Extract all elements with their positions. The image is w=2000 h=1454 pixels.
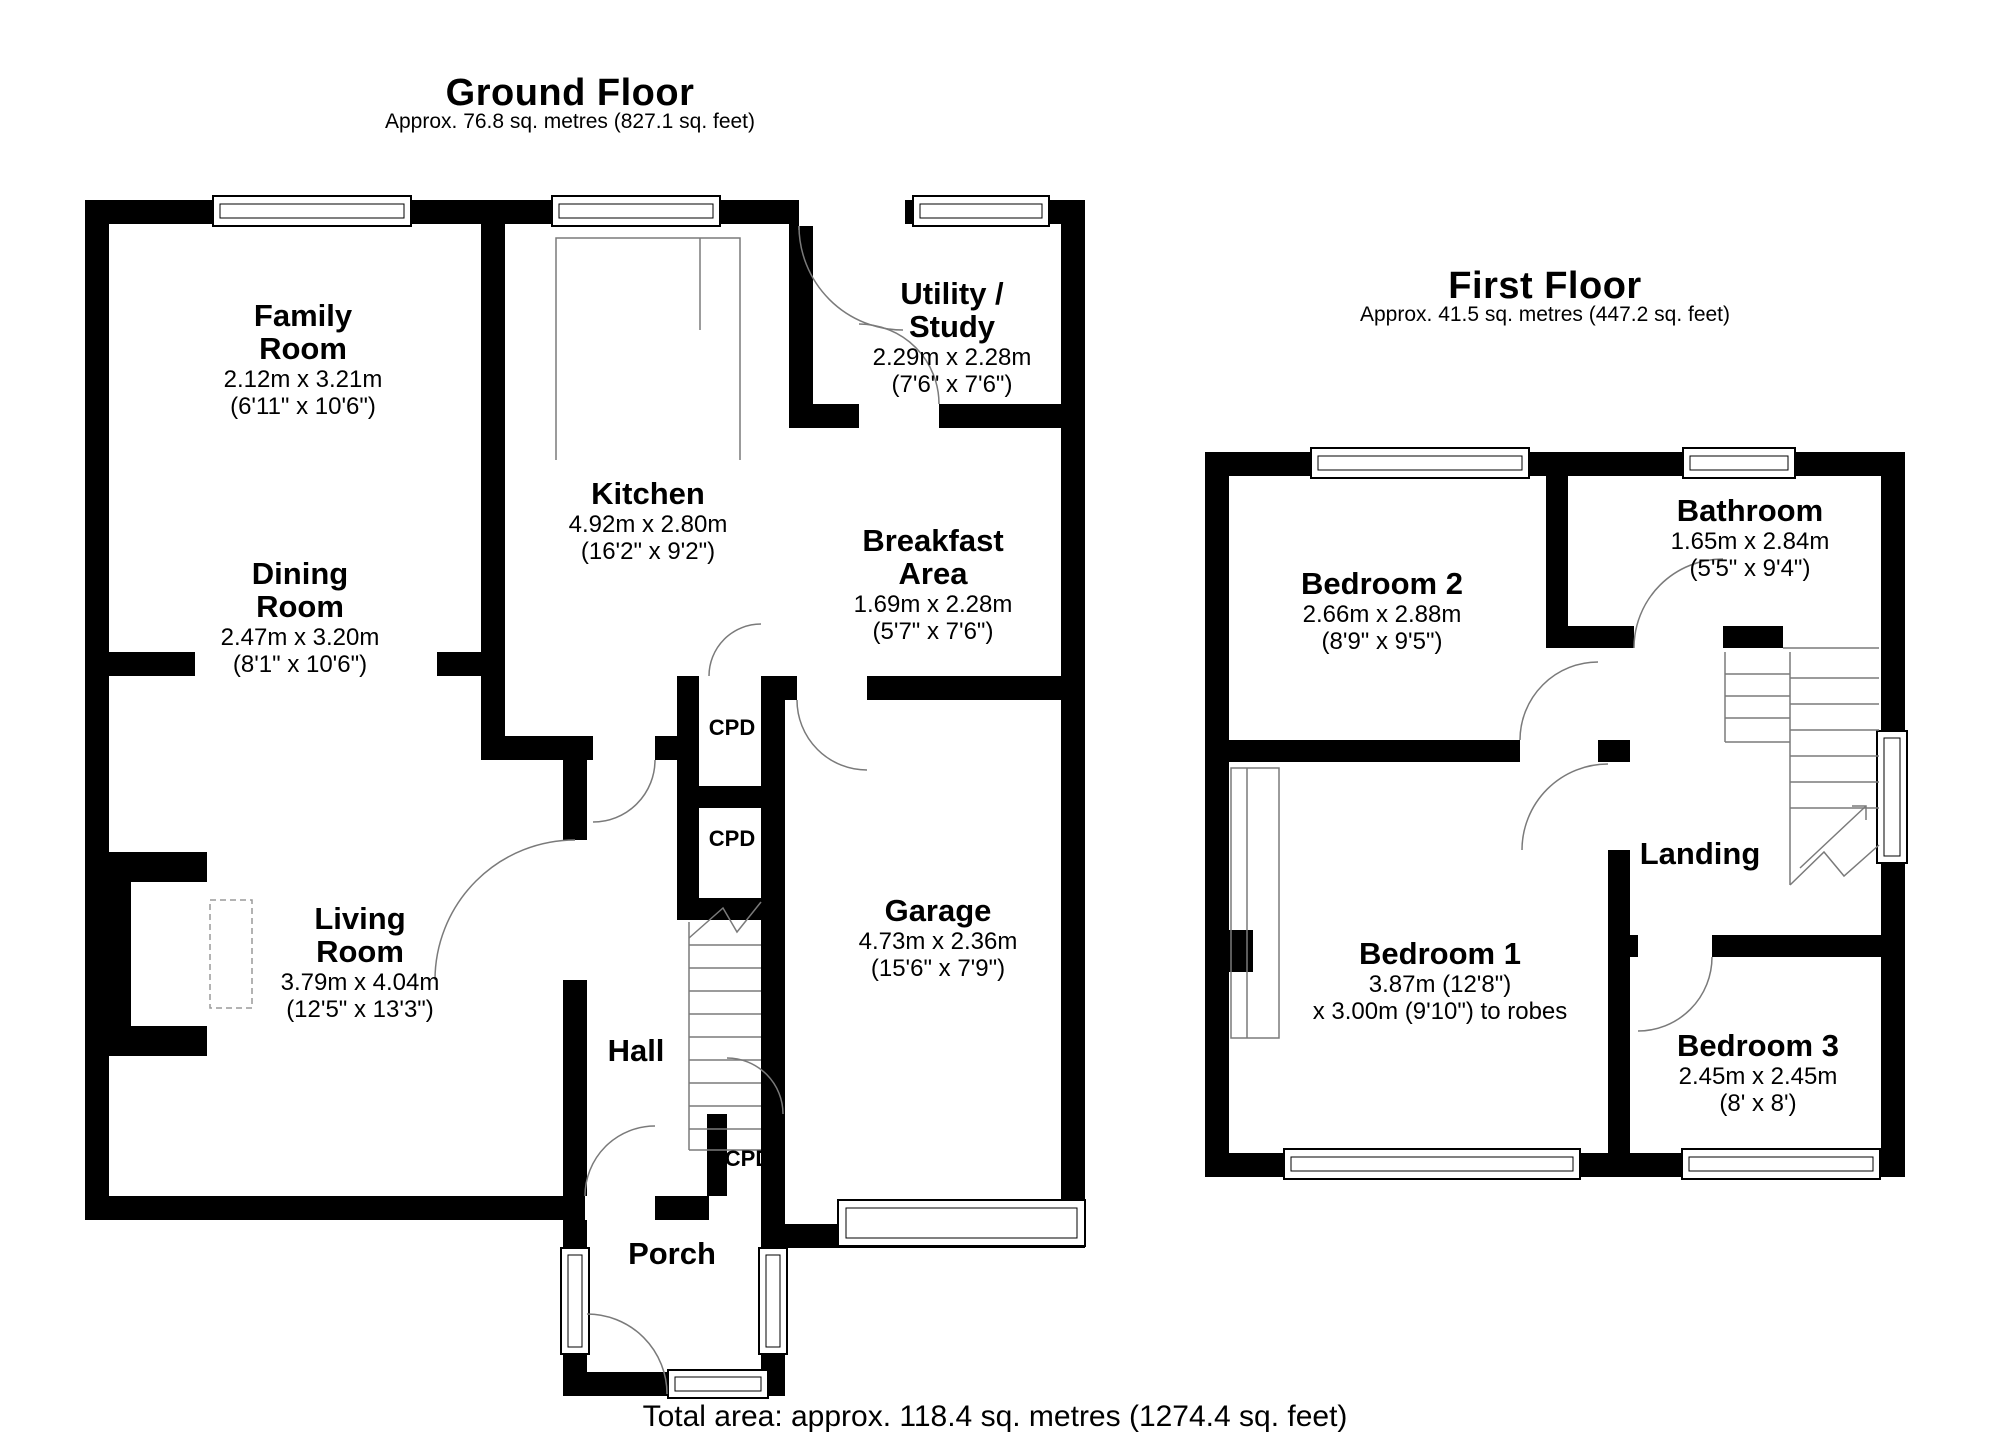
room-name: Bedroom 1 — [1359, 936, 1521, 971]
room-name: Utility / Study — [900, 276, 1004, 344]
room-dims-ft: (8' x 8') — [1719, 1090, 1797, 1118]
room-name: Bedroom 2 — [1301, 566, 1463, 601]
room-dims-m: 3.79m x 4.04m — [280, 968, 440, 996]
room-name: Family Room — [253, 298, 353, 366]
ground-interior-walls — [109, 200, 1085, 1224]
room-dims-m: 3.87m (12'8") — [1368, 970, 1512, 998]
bedroom1-robes — [1230, 767, 1280, 1039]
ground-floor-title: Ground Floor — [445, 72, 695, 114]
hall-label: Hall — [607, 1033, 665, 1068]
room-name: Landing — [1639, 836, 1761, 871]
cpd-label-3: CPD — [724, 1146, 772, 1171]
cpd-label-1: CPD — [708, 715, 756, 740]
bedroom-2-label: Bedroom 2 2.66m x 2.88m (8'9" x 9'5") — [1301, 566, 1463, 656]
room-name: Bathroom — [1676, 493, 1824, 528]
room-dims-ft: (8'9" x 9'5") — [1321, 628, 1443, 656]
room-dims-m: 1.69m x 2.28m — [853, 590, 1013, 618]
room-name: Breakfast Area — [862, 523, 1004, 591]
cpd-label-2: CPD — [708, 826, 756, 851]
breakfast-area-label: Breakfast Area 1.69m x 2.28m (5'7" x 7'6… — [853, 523, 1013, 646]
first-door-arcs — [1519, 558, 1724, 1032]
ground-door-arcs — [434, 198, 940, 1395]
room-name: Bedroom 3 — [1677, 1028, 1839, 1063]
ground-floor-subtitle: Approx. 76.8 sq. metres (827.1 sq. feet) — [384, 110, 756, 133]
ground-floor-plan — [85, 195, 1086, 1399]
utility-study-label: Utility / Study 2.29m x 2.28m (7'6" x 7'… — [872, 276, 1032, 399]
room-name: Living Room — [314, 901, 406, 969]
room-dims-ft: (16'2" x 9'2") — [580, 538, 716, 566]
kitchen-label: Kitchen 4.92m x 2.80m (16'2" x 9'2") — [568, 476, 728, 566]
ground-stairs — [688, 901, 762, 1151]
room-dims-ft: (6'11" x 10'6") — [230, 393, 376, 421]
kitchen-counter — [555, 237, 741, 460]
bedroom-3-label: Bedroom 3 2.45m x 2.45m (8' x 8') — [1677, 1028, 1839, 1118]
room-dims-ft: (5'5" x 9'4") — [1689, 555, 1811, 583]
first-interior-walls — [1205, 452, 1881, 1153]
room-dims-ft: x 3.00m (9'10") to robes — [1312, 998, 1568, 1026]
first-floor-subtitle: Approx. 41.5 sq. metres (447.2 sq. feet) — [1359, 303, 1731, 326]
room-dims-m: 1.65m x 2.84m — [1670, 527, 1830, 555]
garage-label: Garage 4.73m x 2.36m (15'6" x 7'9") — [858, 893, 1018, 983]
room-dims-ft: (15'6" x 7'9") — [870, 955, 1006, 983]
room-dims-m: 4.73m x 2.36m — [858, 927, 1018, 955]
room-name: Garage — [884, 893, 992, 928]
room-dims-m: 2.45m x 2.45m — [1678, 1062, 1838, 1090]
fireplace — [85, 852, 253, 1056]
room-name: Porch — [628, 1236, 716, 1271]
ground-windows — [212, 195, 1050, 1399]
first-floor-plan — [1205, 447, 1908, 1180]
family-room-label: Family Room 2.12m x 3.21m (6'11" x 10'6"… — [223, 298, 383, 421]
room-dims-m: 2.12m x 3.21m — [223, 365, 383, 393]
room-name: Hall — [607, 1033, 665, 1068]
room-dims-ft: (5'7" x 7'6") — [872, 618, 994, 646]
first-windows — [1283, 447, 1908, 1180]
room-dims-ft: (7'6" x 7'6") — [891, 371, 1013, 399]
room-dims-ft: (12'5" x 13'3") — [286, 996, 434, 1024]
room-dims-m: 4.92m x 2.80m — [568, 510, 728, 538]
garage-door — [837, 1199, 1086, 1247]
bedroom-1-label: Bedroom 1 3.87m (12'8") x 3.00m (9'10") … — [1312, 936, 1568, 1026]
landing-label: Landing — [1639, 836, 1761, 871]
room-dims-m: 2.29m x 2.28m — [872, 343, 1032, 371]
room-dims-m: 2.47m x 3.20m — [220, 623, 380, 651]
room-name: Dining Room — [251, 556, 349, 624]
dining-room-label: Dining Room 2.47m x 3.20m (8'1" x 10'6") — [220, 556, 380, 679]
total-area-text: Total area: approx. 118.4 sq. metres (12… — [642, 1400, 1348, 1433]
first-floor-title: First Floor — [1448, 265, 1642, 307]
room-dims-m: 2.66m x 2.88m — [1302, 600, 1462, 628]
room-dims-ft: (8'1" x 10'6") — [232, 651, 368, 679]
living-room-label: Living Room 3.79m x 4.04m (12'5" x 13'3"… — [280, 901, 440, 1024]
bathroom-label: Bathroom 1.65m x 2.84m (5'5" x 9'4") — [1670, 493, 1830, 583]
room-name: Kitchen — [591, 476, 705, 511]
first-stairs — [1724, 647, 1880, 886]
porch-label: Porch — [628, 1236, 716, 1271]
